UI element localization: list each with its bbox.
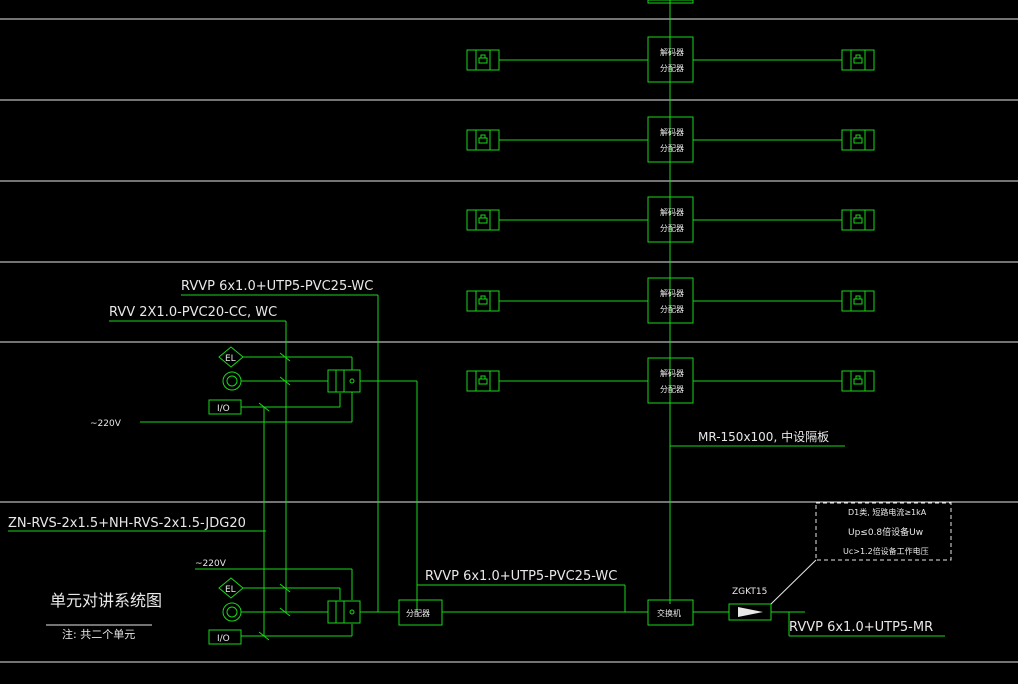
diagram-subtitle: 注: 共二个单元 bbox=[62, 627, 135, 641]
indoor-station-left bbox=[466, 290, 500, 312]
cable-label-2: RVV 2X1.0-PVC20-CC, WC bbox=[109, 305, 277, 320]
el-symbol-lower bbox=[218, 577, 244, 599]
note-line-1: D1类, 短路电流≥1kA bbox=[848, 507, 927, 517]
indoor-station-left bbox=[466, 209, 500, 231]
spd-model-label: ZGKT15 bbox=[732, 587, 767, 597]
cable-label-1: RVVP 6x1.0+UTP5-PVC25-WC bbox=[181, 279, 373, 294]
cable-label-4: RVVP 6x1.0+UTP5-MR bbox=[789, 620, 933, 635]
phone-icon bbox=[478, 214, 488, 224]
phone-icon bbox=[853, 134, 863, 144]
indoor-station-right bbox=[841, 129, 875, 151]
indoor-station-left bbox=[466, 129, 500, 151]
cable-label-bottom: ZN-RVS-2x1.5+NH-RVS-2x1.5-JDG20 bbox=[8, 516, 246, 531]
phone-icon bbox=[478, 54, 488, 64]
decoder-label: 解码器 bbox=[660, 207, 684, 217]
camera-icon-lower bbox=[222, 602, 242, 622]
power-label-upper: ~220V bbox=[90, 419, 122, 429]
indoor-station-right bbox=[841, 370, 875, 392]
upper-unit-devices: EL I/O ~220V bbox=[90, 346, 418, 612]
phone-icon bbox=[853, 214, 863, 224]
surge-arrow-icon bbox=[738, 607, 763, 617]
phone-icon bbox=[478, 375, 488, 385]
indoor-station-left bbox=[466, 370, 500, 392]
indoor-station-right bbox=[841, 49, 875, 71]
power-label-lower: ~220V bbox=[195, 559, 227, 569]
note-leader bbox=[770, 559, 817, 605]
diagram-title: 单元对讲系统图 bbox=[50, 591, 162, 610]
io-box-lower bbox=[208, 629, 242, 645]
indoor-station-right bbox=[841, 290, 875, 312]
distributor-sub-label: 分配器 bbox=[660, 64, 684, 73]
riser-label: MR-150x100, 中设隔板 bbox=[698, 429, 829, 444]
phone-icon bbox=[478, 295, 488, 305]
distributor-sub-label: 分配器 bbox=[660, 224, 684, 233]
el-symbol-upper bbox=[218, 346, 244, 368]
decoder-label: 解码器 bbox=[660, 368, 684, 378]
top-decoder-edge bbox=[647, 0, 694, 4]
io-label-upper: I/O bbox=[217, 404, 230, 414]
indoor-station-left bbox=[466, 49, 500, 71]
switch-label: 交换机 bbox=[657, 608, 681, 618]
decoder-label: 解码器 bbox=[660, 288, 684, 298]
phone-icon bbox=[853, 375, 863, 385]
distributor-sub-label: 分配器 bbox=[660, 305, 684, 314]
decoder-label: 解码器 bbox=[660, 47, 684, 57]
floor-dividers bbox=[0, 18, 1018, 663]
note-line-3: Uc>1.2倍设备工作电压 bbox=[843, 546, 929, 556]
note-box bbox=[815, 502, 952, 561]
lower-unit-devices: ~220V EL I/O bbox=[195, 559, 399, 645]
distributor-sub-label: 分配器 bbox=[660, 144, 684, 153]
io-label-lower: I/O bbox=[217, 634, 230, 644]
note-line-2: Up≤0.8倍设备Uw bbox=[848, 526, 923, 538]
decoder-label: 解码器 bbox=[660, 127, 684, 137]
phone-icon bbox=[853, 54, 863, 64]
indoor-station-right bbox=[841, 209, 875, 231]
distributor-sub-label: 分配器 bbox=[660, 385, 684, 394]
phone-icon bbox=[478, 134, 488, 144]
camera-icon-upper bbox=[222, 371, 242, 391]
distributor-label: 分配器 bbox=[406, 609, 430, 618]
el-label-upper: EL bbox=[225, 354, 236, 364]
phone-icon bbox=[853, 295, 863, 305]
cable-label-3: RVVP 6x1.0+UTP5-PVC25-WC bbox=[425, 569, 617, 584]
el-label-lower: EL bbox=[225, 585, 236, 595]
